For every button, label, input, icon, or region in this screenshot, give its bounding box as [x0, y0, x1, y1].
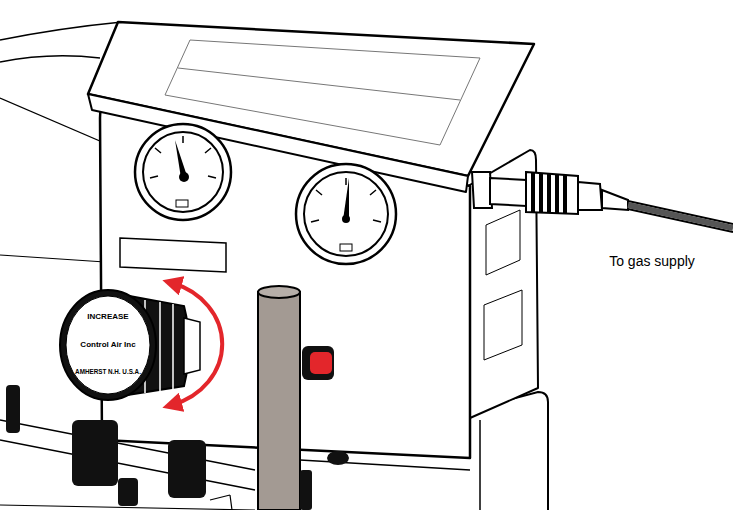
gas-hose	[628, 201, 733, 232]
fitting-body	[490, 178, 526, 206]
cable	[0, 22, 122, 40]
gauge-window	[340, 244, 352, 251]
rod	[258, 292, 300, 510]
gauge-bezel	[135, 124, 231, 220]
gauge-bezel	[296, 164, 396, 264]
panel-edge	[210, 495, 232, 510]
fitting-nut	[578, 182, 602, 210]
base-platform	[479, 420, 481, 510]
cable	[0, 56, 100, 62]
gauge-ticks	[150, 136, 216, 178]
gauge-window	[176, 200, 188, 207]
button-bezel	[302, 346, 334, 380]
gauge-dial	[304, 172, 388, 256]
control-knob	[327, 451, 349, 465]
back-edge	[0, 255, 105, 262]
side-label	[486, 210, 520, 275]
knob-face	[60, 290, 156, 400]
knob-text: INCREASE	[87, 313, 128, 322]
control-knob	[168, 440, 206, 498]
quick-coupler	[526, 172, 578, 214]
red-button	[310, 352, 332, 374]
gauge-dial	[143, 132, 223, 212]
panel-edge	[0, 420, 470, 490]
knob-stem	[184, 318, 200, 374]
label-plate	[120, 238, 226, 272]
lid-plate	[178, 68, 460, 100]
control-knob	[6, 385, 20, 433]
supply-label: To gas supply	[609, 254, 695, 269]
side-label	[484, 290, 522, 360]
control-knob	[300, 470, 312, 510]
knob-text: Control Air Inc	[80, 341, 135, 350]
hose-barb	[602, 190, 628, 210]
gauge-hub	[342, 215, 350, 223]
gauge-ticks	[311, 178, 381, 222]
rod-top	[258, 286, 300, 298]
knob-cap	[66, 296, 150, 394]
gauge-hub	[179, 172, 189, 182]
control-knob	[72, 420, 118, 486]
coupler-knurl	[533, 172, 565, 214]
control-knob	[118, 478, 138, 506]
gas-hose	[628, 205, 733, 228]
knob-text: AMHERST N.H. U.S.A.	[75, 369, 141, 376]
gauge-needle	[343, 178, 349, 220]
lid-plate	[165, 40, 480, 145]
